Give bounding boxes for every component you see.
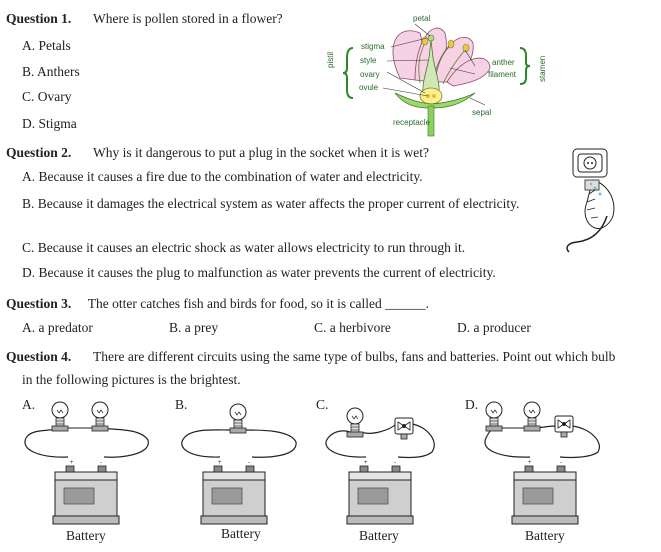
q2-number: Question 2. (6, 145, 72, 160)
label-ovule: ovule (359, 83, 379, 92)
flower-diagram (342, 23, 531, 137)
circuit-d-letter: D. (465, 397, 479, 412)
circuit-c-letter: C. (316, 397, 329, 412)
label-filament: filament (488, 70, 517, 79)
svg-text:+: + (528, 460, 532, 466)
circuit-b: + - (181, 403, 297, 525)
q2-option-a: A. Because it causes a fire due to the c… (22, 169, 423, 184)
circuit-d: + - (484, 401, 600, 525)
svg-text:+: + (364, 460, 368, 466)
circuit-a: + - (24, 401, 149, 525)
ovary-shape (419, 87, 443, 105)
label-stamen: stamen (538, 55, 547, 82)
q2-option-b: B. Because it damages the electrical sys… (22, 196, 520, 211)
label-petal: petal (413, 14, 431, 23)
circuit-a-letter: A. (22, 397, 36, 412)
circuit-d-battery-label: Battery (525, 528, 565, 543)
q4-text-continued: in the following pictures is the brighte… (22, 372, 241, 387)
label-sepal: sepal (472, 108, 492, 117)
q3-option-c: C. a herbivore (314, 320, 391, 335)
anther-shapes (421, 36, 470, 53)
q3-text: The otter catches fish and birds for foo… (87, 296, 382, 311)
q3-option-b: B. a prey (169, 320, 219, 335)
q3-number: Question 3. (6, 296, 72, 311)
svg-text:-: - (560, 460, 562, 466)
circuit-b-battery-label: Battery (221, 526, 261, 541)
label-style: style (360, 56, 377, 65)
q1-option-a: A. Petals (22, 38, 71, 53)
q2-option-d: D. Because it causes the plug to malfunc… (22, 265, 496, 280)
circuit-a-battery-label: Battery (66, 528, 106, 543)
svg-text:-: - (248, 460, 250, 466)
q1-option-c: C. Ovary (22, 89, 72, 104)
q1-text: Where is pollen stored in a flower? (93, 11, 283, 26)
svg-text:+: + (70, 460, 74, 466)
label-receptacle: receptacle (393, 118, 430, 127)
circuit-c: + - (325, 407, 435, 525)
label-stigma: stigma (361, 42, 385, 51)
q4-number: Question 4. (6, 349, 72, 364)
svg-text:-: - (394, 460, 396, 466)
circuits-illustration: + - + - + - + - (24, 401, 600, 525)
q2-option-c: C. Because it causes an electric shock a… (22, 240, 466, 255)
svg-text:+: + (218, 460, 222, 466)
label-pistil: pistil (326, 51, 335, 68)
q3-option-a: A. a predator (22, 320, 93, 335)
q3-option-d: D. a producer (457, 320, 531, 335)
stem-shape (427, 105, 435, 137)
circuit-c-battery-label: Battery (359, 528, 399, 543)
plug-socket-illustration (566, 148, 615, 253)
svg-text:-: - (100, 460, 102, 466)
q1-number: Question 1. (6, 11, 72, 26)
label-anther: anther (492, 58, 515, 67)
q2-text: Why is it dangerous to put a plug in the… (93, 145, 429, 160)
q3-blank: ______. (385, 296, 429, 311)
circuit-b-letter: B. (175, 397, 188, 412)
q1-option-b: B. Anthers (22, 64, 80, 79)
q1-option-d: D. Stigma (22, 116, 77, 131)
q3-line: Question 3. The otter catches fish and b… (6, 296, 429, 312)
petal-shapes (392, 27, 491, 87)
label-ovary: ovary (360, 70, 380, 79)
q4-text: There are different circuits using the s… (93, 349, 616, 364)
